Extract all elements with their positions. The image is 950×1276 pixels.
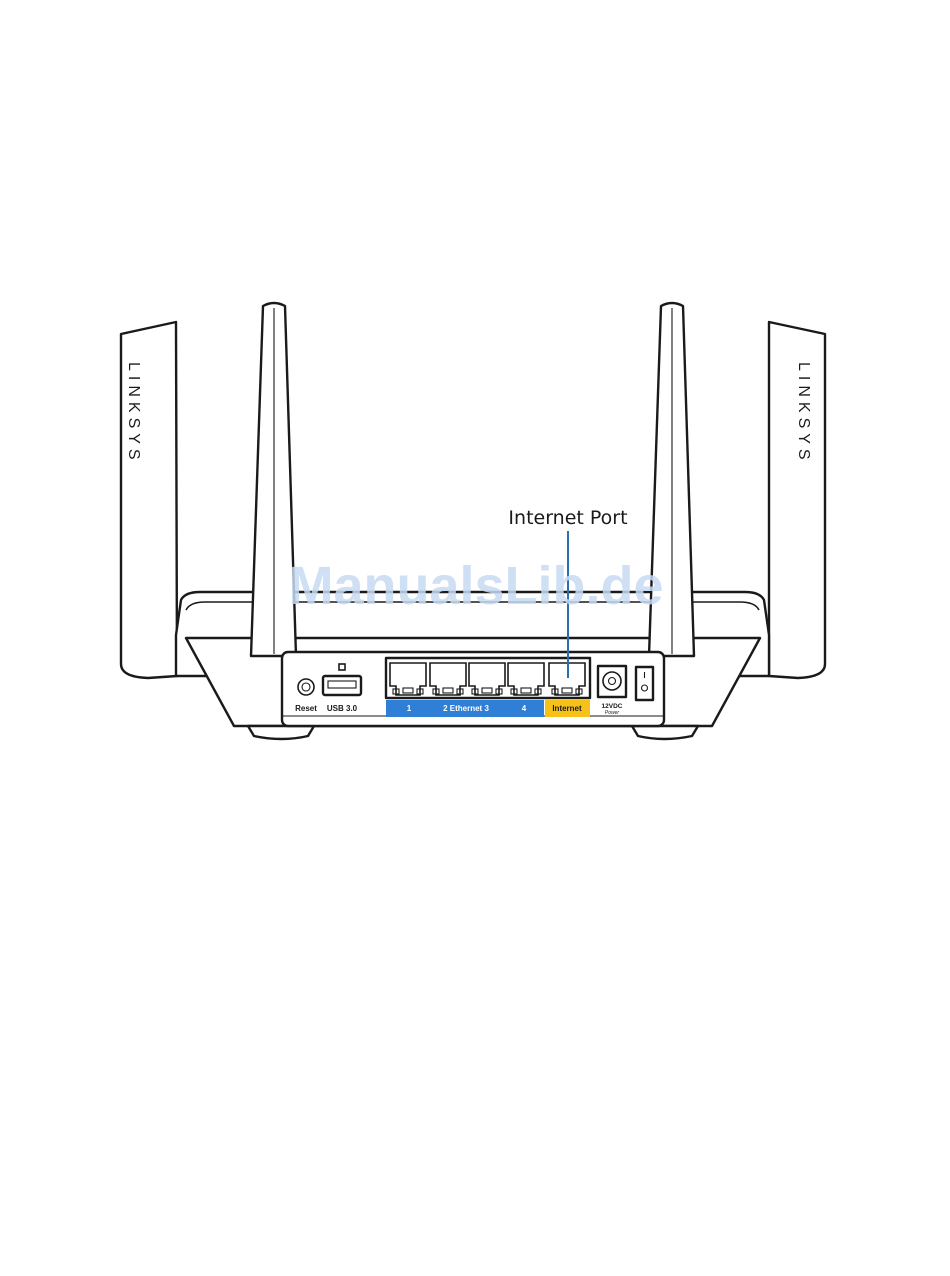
power-jack[interactable]: 12VDC Power [598, 666, 626, 716]
ethernet-4-label: 4 [522, 704, 527, 713]
internet-label: Internet [552, 704, 582, 713]
internet-port-callout: Internet Port [508, 507, 627, 529]
power-label: Power [605, 710, 620, 716]
reset-label: Reset [295, 704, 317, 713]
watermark-logo: ManualsLib.de [288, 556, 663, 616]
usb-label: USB 3.0 [327, 704, 358, 713]
power-voltage-label: 12VDC [602, 703, 623, 710]
ethernet-2-3-label: 2 Ethernet 3 [443, 704, 489, 713]
power-switch[interactable] [636, 667, 653, 700]
ethernet-1-label: 1 [407, 704, 412, 713]
right-fin-brand-label: LINKSYS [795, 362, 812, 465]
left-fin-antenna: LINKSYS [121, 322, 177, 678]
right-fin-antenna: LINKSYS [769, 322, 825, 678]
left-fin-brand-label: LINKSYS [125, 362, 142, 465]
